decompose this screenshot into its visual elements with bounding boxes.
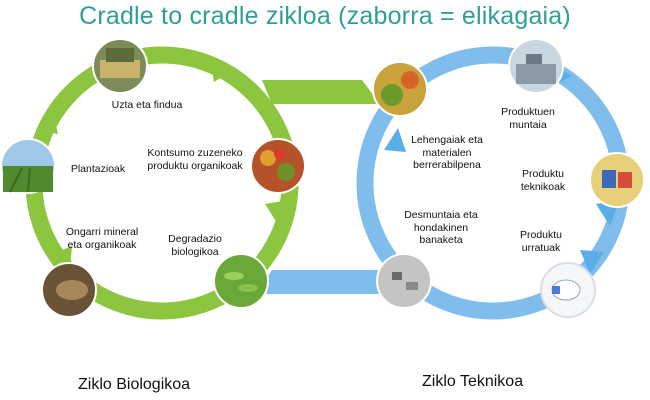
pellets-photo-icon bbox=[372, 61, 428, 117]
compost-photo-icon bbox=[41, 262, 97, 318]
field-photo-icon bbox=[0, 138, 56, 194]
beans-photo-icon bbox=[213, 253, 269, 309]
arrow-head bbox=[384, 128, 406, 152]
technical-cycle-name: Ziklo Teknikoa bbox=[422, 373, 524, 390]
label-disassembly: Desmuntaia eta hondakinen banaketa bbox=[404, 209, 478, 246]
tech-to-bio-connector bbox=[256, 270, 392, 294]
arrow-head bbox=[580, 250, 604, 274]
broken-bulb-photo-icon bbox=[540, 262, 596, 318]
electronics-photo-icon bbox=[376, 253, 432, 309]
label-consumption: Kontsumo zuzeneko produktu organikoak bbox=[147, 147, 243, 172]
label-fertilizer: Ongarri mineral eta organikoak bbox=[65, 226, 139, 251]
arrow-head bbox=[265, 200, 289, 226]
vegetables-photo-icon bbox=[250, 138, 306, 194]
arrow-head bbox=[36, 108, 58, 134]
arrow-head bbox=[210, 56, 236, 82]
harvester-photo-icon bbox=[92, 38, 148, 94]
biological-cycle-name: Ziklo Biologikoa bbox=[78, 376, 191, 393]
label-harvest: Uzta eta findua bbox=[111, 99, 183, 111]
diagram-title: Cradle to cradle zikloa (zaborra = elika… bbox=[79, 2, 571, 30]
label-recycling: Lehengaiak eta materialen berrerabilpena bbox=[411, 134, 483, 171]
bio-to-tech-connector bbox=[262, 80, 380, 104]
label-products: Produktu teknikoak bbox=[520, 168, 566, 193]
label-degradation: Degradazio biologikoa bbox=[168, 233, 222, 258]
label-planting: Plantazioak bbox=[70, 163, 126, 175]
factory-photo-icon bbox=[508, 38, 564, 94]
label-assembly: Produktuen muntaia bbox=[501, 106, 555, 131]
label-waste: Produktu urratuak bbox=[519, 229, 563, 254]
products-photo-icon bbox=[589, 152, 645, 208]
